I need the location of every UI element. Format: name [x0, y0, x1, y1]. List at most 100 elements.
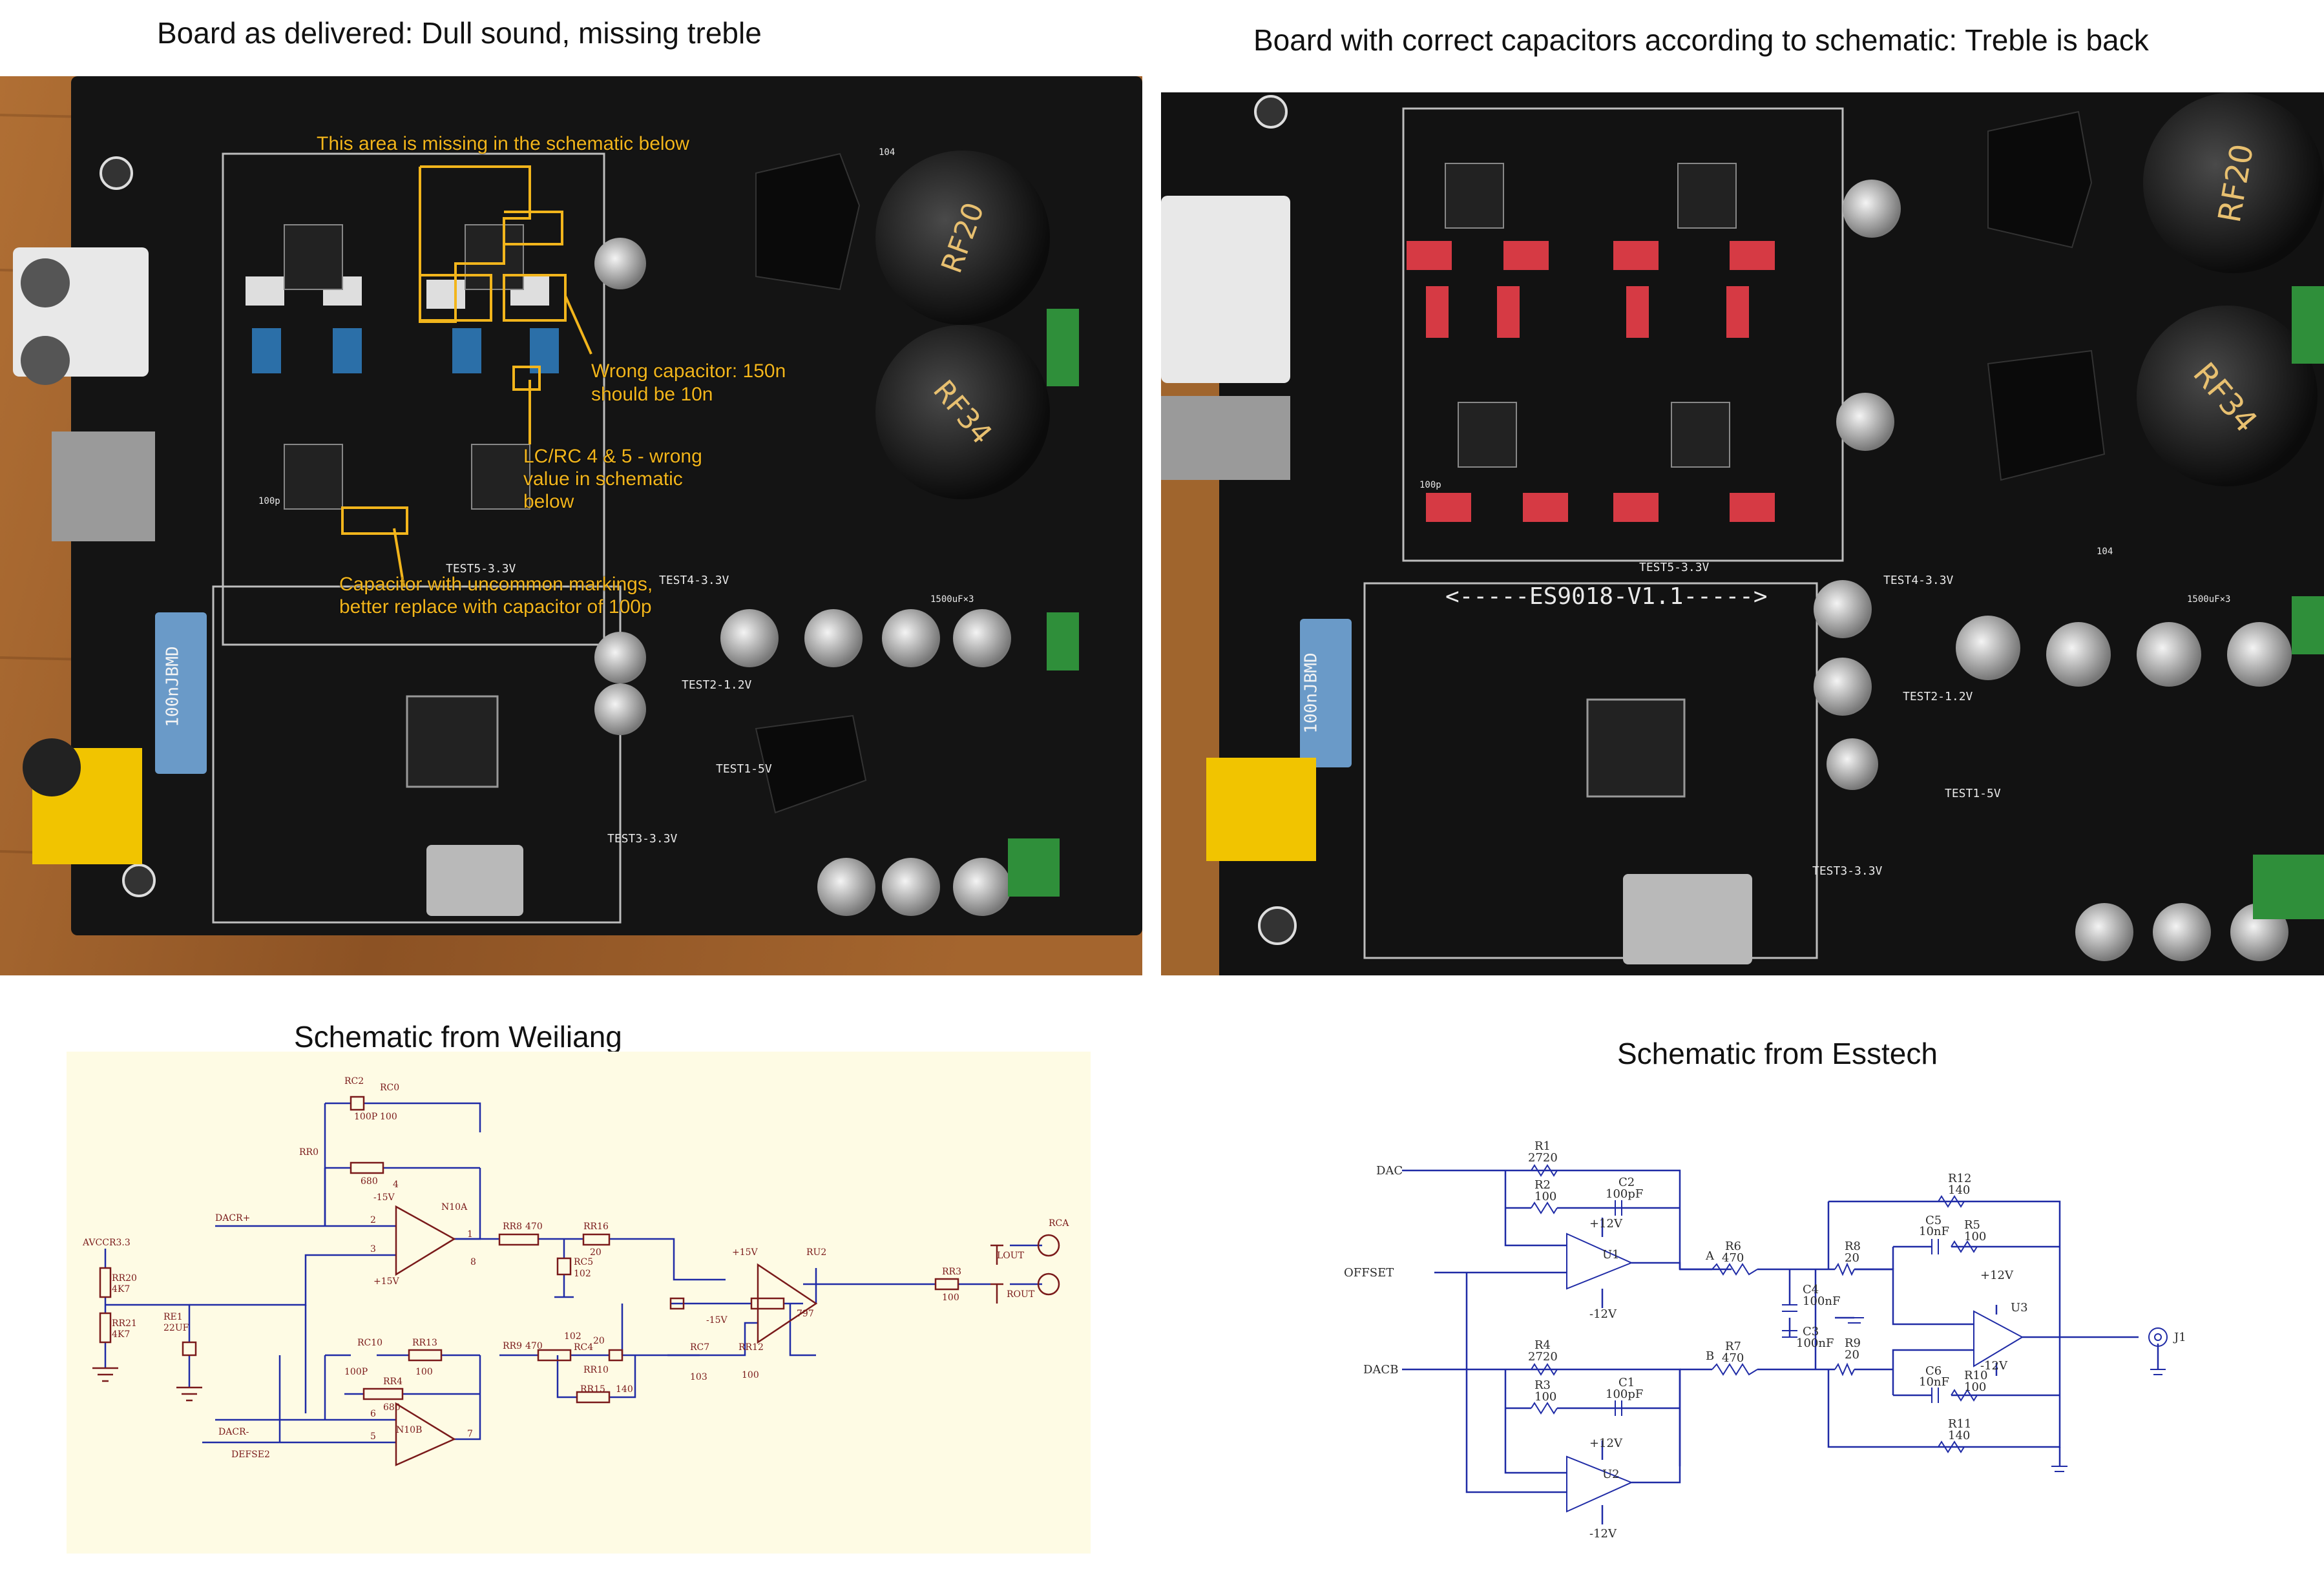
rr16: RR16 — [583, 1221, 609, 1232]
test2-label-right: TEST2-1.2V — [1903, 690, 1973, 703]
v4k7a: 4K7 — [112, 1284, 130, 1294]
pin6: 6 — [370, 1409, 376, 1419]
c6: C6 — [1925, 1364, 1942, 1378]
rc2: RC2 — [344, 1076, 364, 1086]
rca: RCA — [1049, 1218, 1069, 1229]
rr8: RR8 — [503, 1221, 522, 1232]
v102b: 102 — [564, 1331, 581, 1342]
r5v: 100 — [1964, 1230, 1986, 1243]
c4v: 100nF — [1803, 1294, 1840, 1308]
rout: ROUT — [1007, 1289, 1035, 1300]
j1: J1 — [2173, 1331, 2186, 1344]
rr20: RR20 — [112, 1273, 137, 1284]
v100d: 100 — [942, 1293, 959, 1303]
rr13: RR13 — [412, 1338, 437, 1348]
r8: R8 — [1845, 1240, 1861, 1253]
blue-cap-label-right: 100nJBMD — [1301, 652, 1321, 734]
rr3: RR3 — [942, 1267, 961, 1277]
rc10: RC10 — [357, 1338, 382, 1348]
node-b: B — [1706, 1349, 1714, 1363]
m15: -15V — [373, 1192, 395, 1203]
pin4: 4 — [393, 1180, 399, 1190]
p12b: +12V — [1589, 1437, 1623, 1450]
r1: R1 — [1534, 1139, 1551, 1153]
v102a: 102 — [574, 1269, 591, 1279]
m15b: -15V — [706, 1315, 728, 1325]
cap-1500-label-right: 1500uF×3 — [2187, 594, 2231, 605]
dac: DAC — [1376, 1164, 1403, 1178]
test4-label-left: TEST4-3.3V — [659, 574, 729, 587]
annotation-wrong-cap-line2: should be 10n — [591, 384, 713, 405]
p12a: +12V — [1589, 1217, 1623, 1231]
rc4: RC4 — [574, 1342, 593, 1353]
v4k7b: 4K7 — [112, 1329, 130, 1340]
r11v: 140 — [1948, 1429, 1970, 1442]
cap-100p-label-right: 100p — [1419, 480, 1441, 490]
r10v: 100 — [1964, 1380, 1986, 1394]
v100: 100 — [380, 1112, 397, 1122]
n10b: N10B — [396, 1425, 422, 1435]
r8v: 20 — [1845, 1251, 1859, 1265]
r4v: 2720 — [1528, 1350, 1558, 1364]
dacr-p: DACR+ — [215, 1213, 250, 1223]
annotation-uncommon-line2: better replace with capacitor of 100p — [339, 596, 652, 618]
cap-104-label-left: 104 — [879, 147, 895, 158]
rr21: RR21 — [112, 1318, 137, 1329]
r12v: 140 — [1948, 1183, 1970, 1197]
n10a: N10A — [441, 1202, 468, 1212]
v470a: 470 — [525, 1221, 543, 1232]
cap-104-label-right: 104 — [2097, 546, 2113, 557]
v100p: 100P — [354, 1112, 377, 1122]
r3v: 100 — [1534, 1390, 1556, 1404]
r2: R2 — [1534, 1178, 1551, 1192]
v797: 797 — [797, 1309, 814, 1319]
v20a: 20 — [590, 1247, 602, 1258]
m12b: -12V — [1589, 1527, 1617, 1541]
avcc: AVCCR3.3 — [82, 1238, 131, 1248]
title-schematic-esstech: Schematic from Esstech — [1617, 1037, 1938, 1070]
c2v: 100pF — [1606, 1187, 1643, 1201]
v680b: 680 — [383, 1402, 401, 1413]
rr4: RR4 — [383, 1377, 403, 1387]
blue-cap-label-left: 100nJBMD — [163, 646, 183, 727]
v22uf: 22UF — [163, 1323, 189, 1333]
test4-label-right: TEST4-3.3V — [1883, 574, 1954, 587]
pin8: 8 — [470, 1257, 476, 1267]
dacr-m: DACR- — [218, 1427, 249, 1437]
c3: C3 — [1803, 1325, 1819, 1338]
annotation-wrong-cap-line1: Wrong capacitor: 150n — [591, 360, 786, 382]
cap-1500-label-left: 1500uF×3 — [930, 594, 974, 605]
p15: +15V — [373, 1276, 400, 1287]
u1: U1 — [1602, 1248, 1620, 1262]
defse2: DEFSE2 — [231, 1450, 270, 1460]
rr0: RR0 — [299, 1147, 319, 1158]
rc7: RC7 — [690, 1342, 709, 1353]
pin1: 1 — [467, 1229, 473, 1240]
annotation-lc-rc-line2: value in schematic — [523, 468, 683, 490]
annotation-lc-rc-line1: LC/RC 4 & 5 - wrong — [523, 446, 702, 467]
test2-label-left: TEST2-1.2V — [682, 678, 752, 692]
title-schematic-weiliang: Schematic from Weiliang — [294, 1020, 622, 1054]
esstech-labels: DAC OFFSET DACB R1 2720 R2 100 C2 100pF … — [1344, 1139, 2186, 1541]
board-left-artwork: RF20 RF34 — [0, 76, 1142, 975]
p15b: +15V — [732, 1247, 759, 1258]
cap-100p-label-left: 100p — [258, 496, 280, 506]
board-name-label-right: <-----ES9018-V1.1-----> — [1445, 583, 1768, 610]
pin5: 5 — [370, 1431, 376, 1442]
rr9: RR9 — [503, 1341, 522, 1351]
test3-label-left: TEST3-3.3V — [607, 832, 678, 846]
title-board-correct-capacitors: Board with correct capacitors according … — [1253, 23, 2149, 57]
r3: R3 — [1534, 1378, 1551, 1392]
dacb: DACB — [1363, 1363, 1398, 1377]
r10: R10 — [1964, 1369, 1987, 1382]
m12a: -12V — [1589, 1307, 1617, 1321]
v680: 680 — [361, 1176, 378, 1187]
pin3: 3 — [370, 1244, 376, 1254]
weiliang-labels: RC2 RC0 100P 100 RR0 680 -15V +15V DACR+… — [82, 1076, 1069, 1460]
v103: 103 — [690, 1372, 707, 1382]
r1v: 2720 — [1528, 1151, 1558, 1165]
annotation-lc-rc-line3: below — [523, 491, 574, 512]
title-board-as-delivered: Board as delivered: Dull sound, missing … — [157, 16, 762, 50]
v470b: 470 — [525, 1341, 543, 1351]
rc5: RC5 — [574, 1257, 593, 1267]
